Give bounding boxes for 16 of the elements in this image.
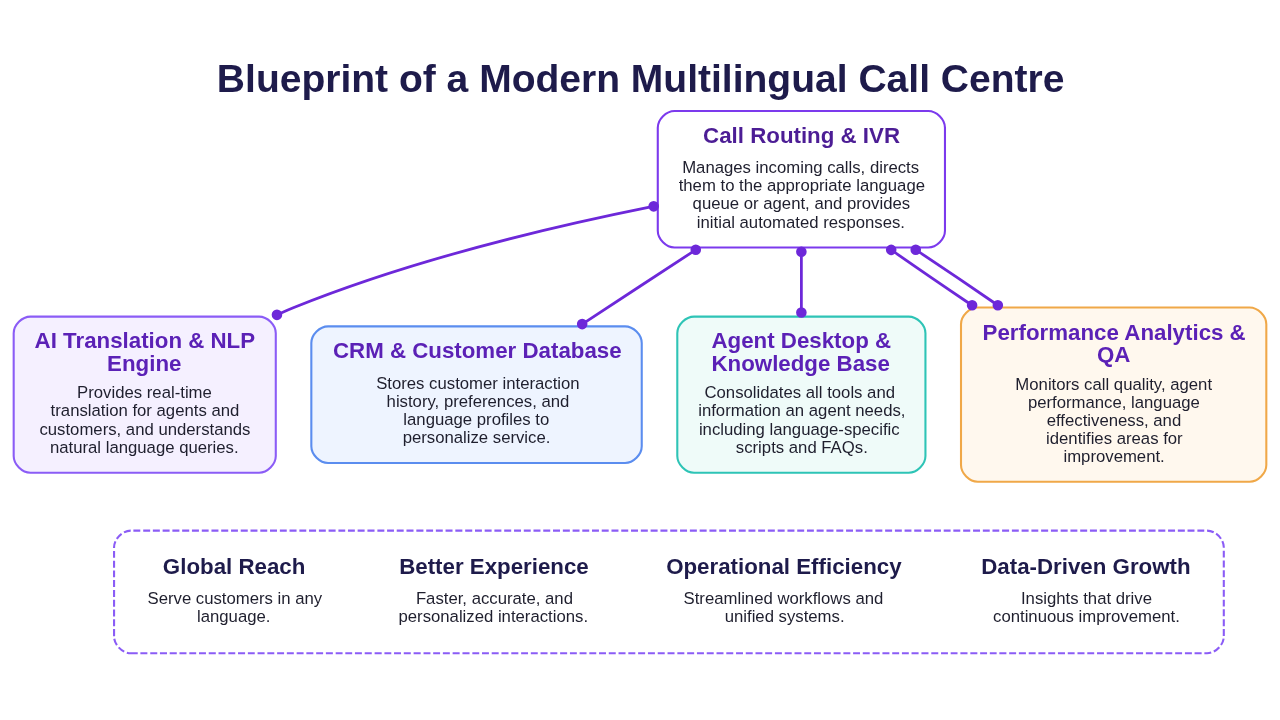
- node-text: Data-Driven Growth Insights that drive continuous improvement.: [981, 553, 1191, 626]
- connector: [885, 244, 978, 311]
- node-box: AI Translation & NLP Engine Provides real-time translation for agents and customers, and understands natural language queries.: [12, 315, 277, 474]
- node-text: Global Reach Serve customers in any language.: [147, 553, 323, 626]
- connector: [910, 244, 1004, 311]
- node-box: Call Routing & IVR Manages incoming calls, directs them to the appropriate language queue or agent, and provides initial automated responses.: [656, 109, 946, 249]
- node-text: Operational Efficiency Streamlined workflows and unified systems.: [666, 553, 902, 626]
- cluster: [113, 529, 1225, 654]
- node-box: Agent Desktop & Knowledge Base Consolidates all tools and information an agent needs, including language-specific scripts and FAQs.: [676, 315, 927, 474]
- connector: [796, 246, 807, 318]
- diagram-title: Blueprint of a Modern Multilingual Call Centre: [216, 56, 1065, 100]
- node-box: CRM & Customer Database Stores customer interaction history, preferences, and language profiles to personalize service.: [310, 324, 643, 464]
- node-text: Better Experience Faster, accurate, and personalized interactions.: [398, 553, 589, 626]
- connector: [271, 200, 659, 320]
- node-box: Performance Analytics & QA Monitors call quality, agent performance, language effectiveness, and identifies areas for improvement.: [959, 305, 1268, 483]
- connector: [576, 243, 702, 329]
